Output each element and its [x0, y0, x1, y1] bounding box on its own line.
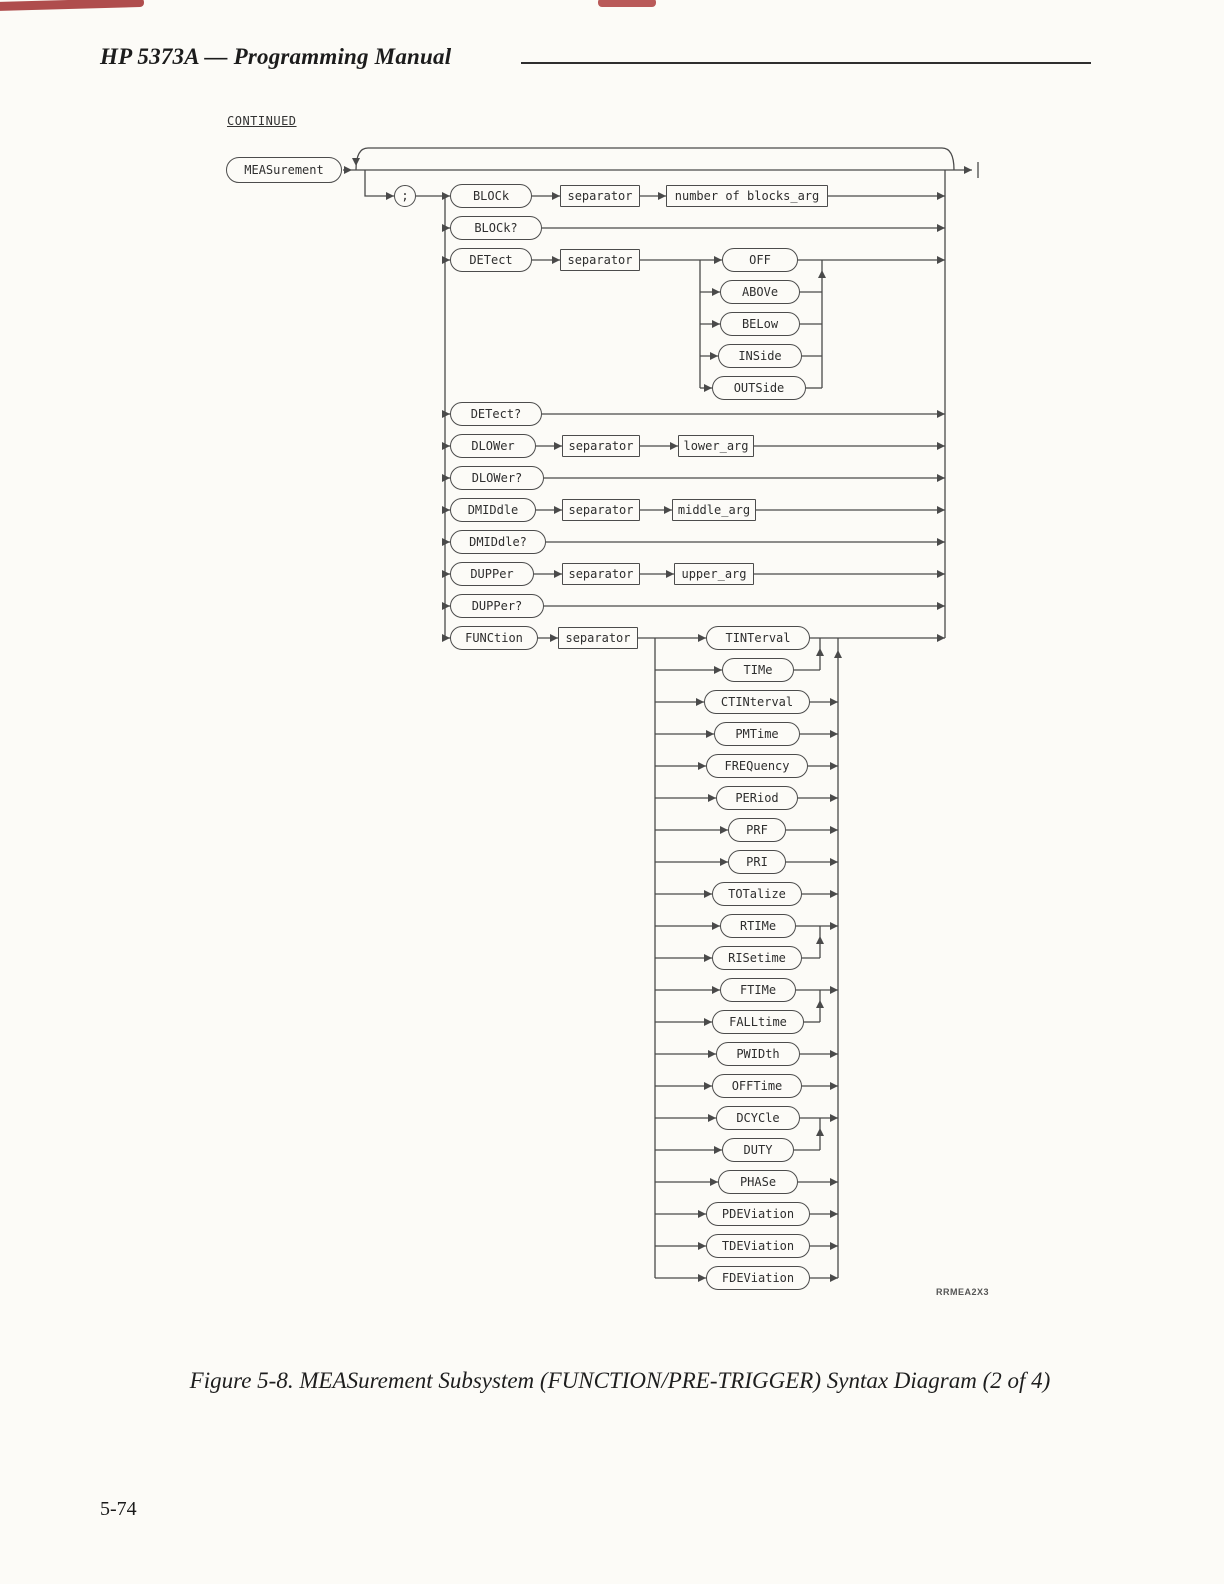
header-rule	[521, 62, 1091, 64]
node-semicolon: ;	[394, 185, 416, 207]
node-detect-option-off: OFF	[722, 248, 798, 272]
node-dlower-query: DLOWer?	[450, 466, 544, 490]
node-function-option-totalize: TOTalize	[712, 882, 802, 906]
node-detect-option-inside: INSide	[718, 344, 802, 368]
node-dupper: DUPPer	[450, 562, 534, 586]
node-function-option-fdeviation: FDEViation	[706, 1266, 810, 1290]
node-function-option-pwidth: PWIDth	[716, 1042, 800, 1066]
figure-caption: Figure 5-8. MEASurement Subsystem (FUNCT…	[189, 1368, 1051, 1393]
node-function-option-ftime: FTIMe	[720, 978, 796, 1002]
node-function-option-falltime: FALLtime	[712, 1010, 804, 1034]
page-header-title: HP 5373A — Programming Manual	[100, 44, 452, 69]
node-function-option-offtime: OFFTime	[712, 1074, 802, 1098]
node-block: BLOCk	[450, 184, 532, 208]
node-detect: DETect	[450, 248, 532, 272]
node-function-option-pri: PRI	[728, 850, 786, 874]
node-function-option-rtime: RTIMe	[720, 914, 796, 938]
node-function-option-pdeviation: PDEViation	[706, 1202, 810, 1226]
node-function-separator: separator	[558, 627, 638, 649]
node-detect-query: DETect?	[450, 402, 542, 426]
node-function-option-tdeviation: TDEViation	[706, 1234, 810, 1258]
page-number: 5-74	[100, 1498, 137, 1520]
node-function-option-period: PERiod	[716, 786, 798, 810]
node-dupper-separator: separator	[562, 563, 640, 585]
node-dmiddle-arg: middle_arg	[672, 499, 756, 521]
node-block-arg: number of blocks_arg	[666, 185, 828, 207]
node-function-option-ctinterval: CTINterval	[704, 690, 810, 714]
node-dmiddle-query: DMIDdle?	[450, 530, 546, 554]
node-dupper-arg: upper_arg	[674, 563, 754, 585]
node-dmiddle-separator: separator	[562, 499, 640, 521]
node-detect-option-above: ABOVe	[720, 280, 800, 304]
node-function-option-pmtime: PMTime	[714, 722, 800, 746]
node-function-option-time: TIMe	[722, 658, 794, 682]
node-detect-option-below: BELow	[720, 312, 800, 336]
continued-label: CONTINUED	[227, 114, 297, 128]
node-function-option-tinterval: TINTerval	[706, 626, 810, 650]
node-function-option-duty: DUTY	[722, 1138, 794, 1162]
node-measurement: MEASurement	[226, 157, 342, 183]
node-dlower-arg: lower_arg	[678, 435, 754, 457]
node-function-option-frequency: FREQuency	[706, 754, 808, 778]
node-function-option-risetime: RISetime	[712, 946, 802, 970]
node-function-option-phase: PHASe	[718, 1170, 798, 1194]
plot-id-label: RRMEA2X3	[936, 1287, 990, 1297]
node-block-separator: separator	[560, 185, 640, 207]
node-block-query: BLOCk?	[450, 216, 542, 240]
node-function-option-dcycle: DCYCle	[716, 1106, 800, 1130]
scan-artifact-red-center	[598, 0, 656, 7]
node-detect-separator: separator	[560, 249, 640, 271]
node-dmiddle: DMIDdle	[450, 498, 536, 522]
node-dupper-query: DUPPer?	[450, 594, 544, 618]
node-function: FUNCtion	[450, 626, 538, 650]
node-dlower-separator: separator	[562, 435, 640, 457]
node-detect-option-outside: OUTSide	[712, 376, 806, 400]
node-function-option-prf: PRF	[728, 818, 786, 842]
node-dlower: DLOWer	[450, 434, 536, 458]
